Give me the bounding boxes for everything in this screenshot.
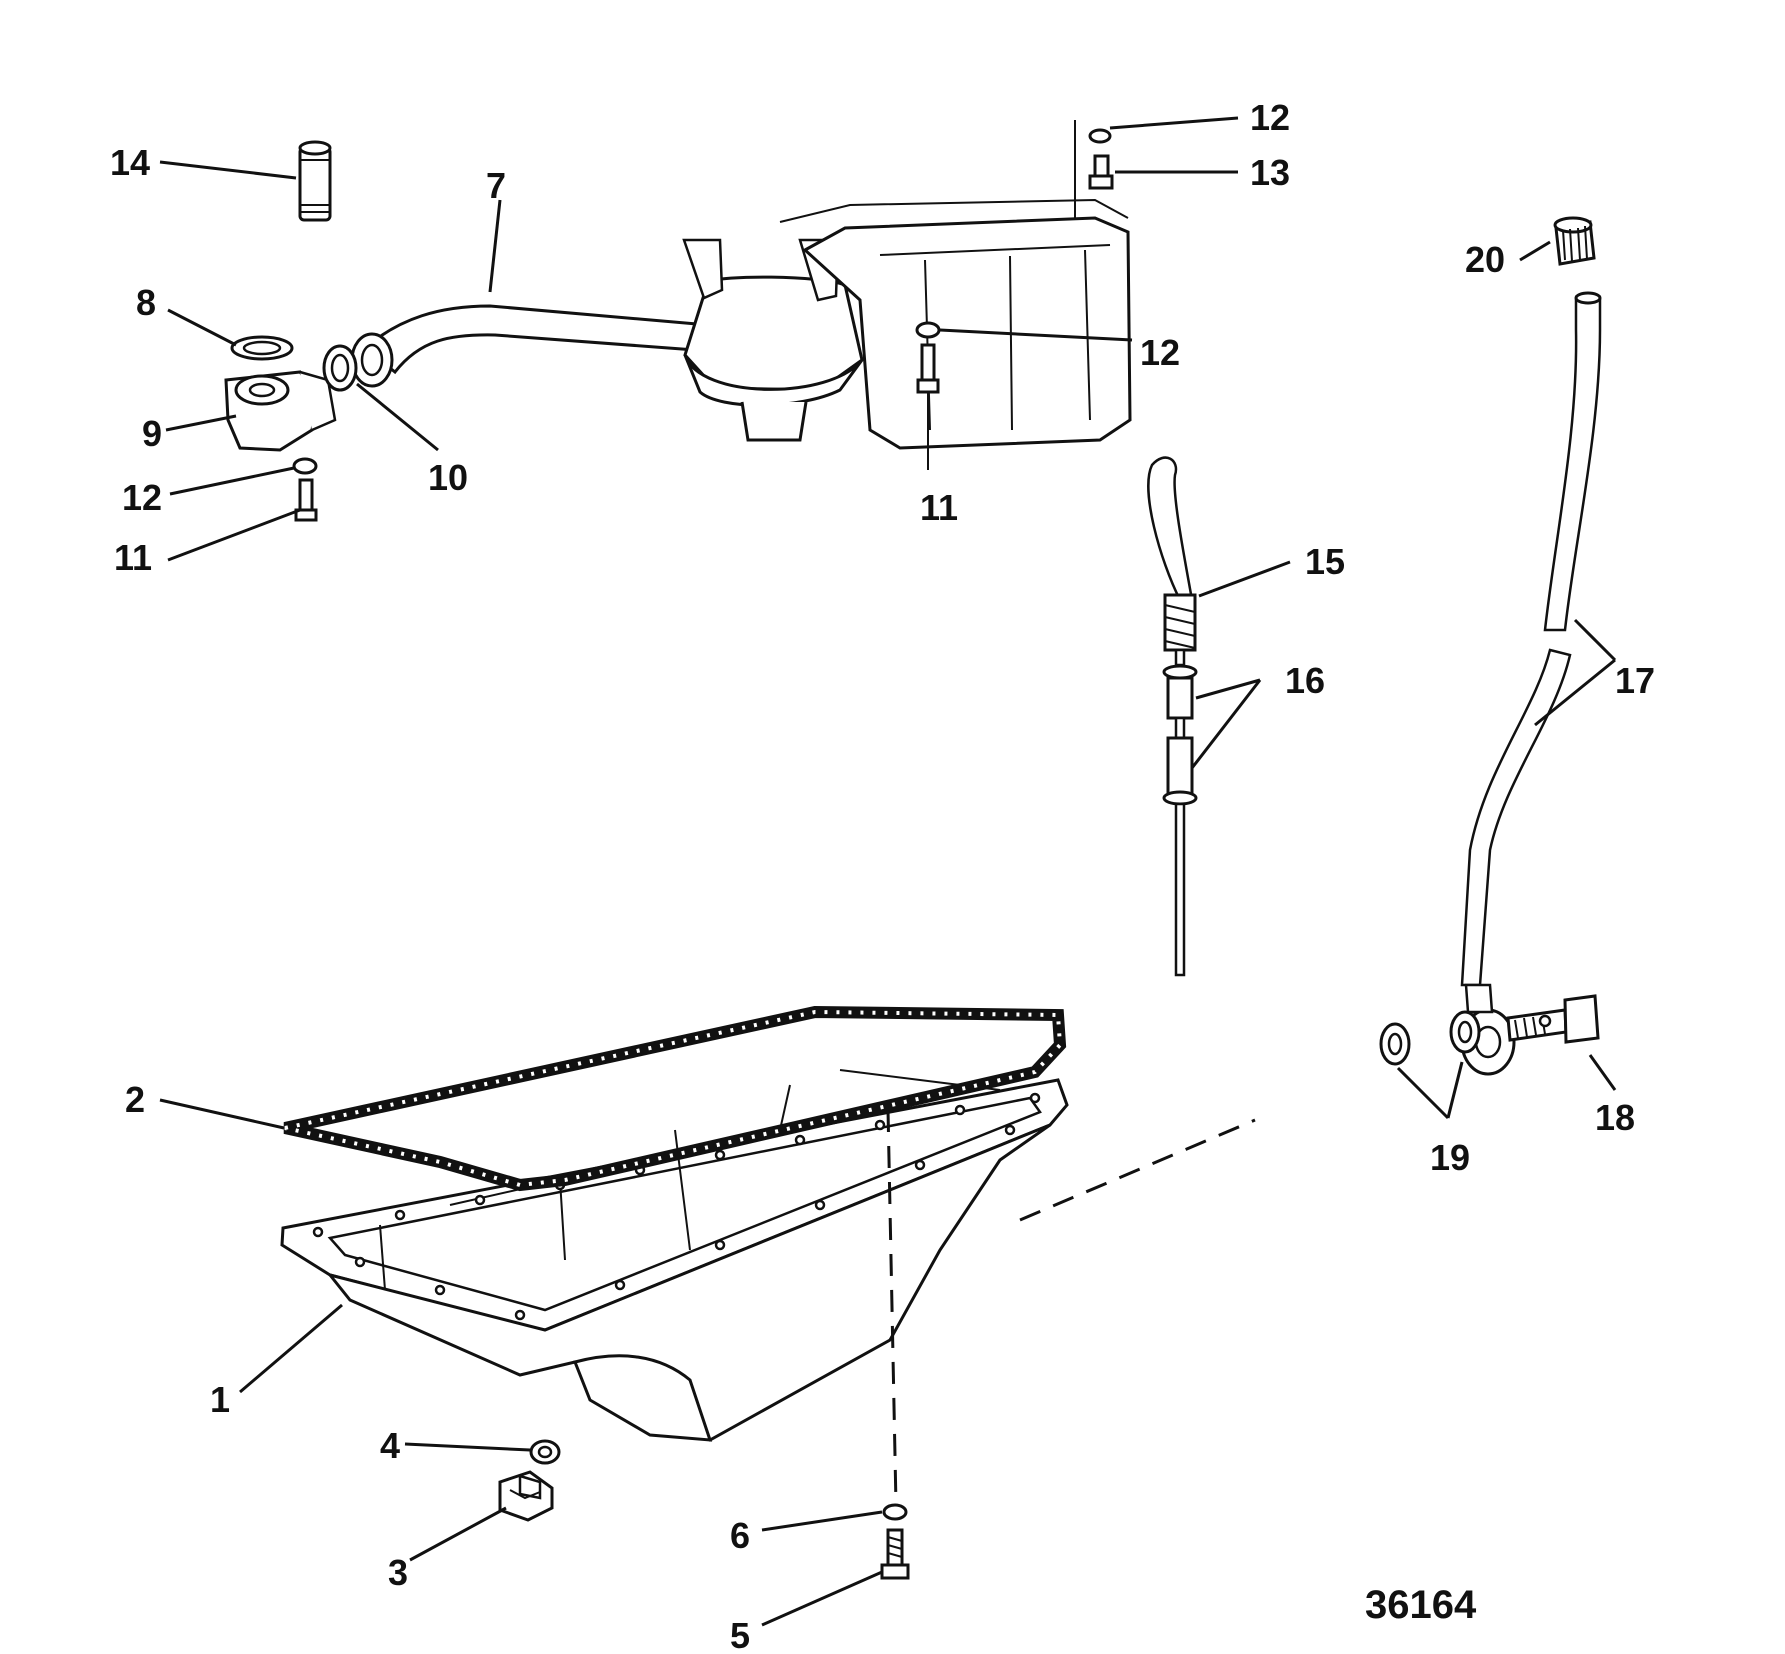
callout-5: 5 — [730, 1615, 750, 1654]
callout-17: 17 — [1615, 660, 1655, 701]
callout-3: 3 — [388, 1552, 408, 1593]
banjo-bolt — [1506, 994, 1600, 1044]
callout-12-top: 12 — [1250, 97, 1290, 138]
drain-plug — [498, 1470, 554, 1522]
callout-labels: 1 2 3 4 5 6 7 8 9 10 11 11 12 12 12 13 1… — [110, 97, 1655, 1654]
callout-9: 9 — [142, 413, 162, 454]
o-ring-lower-inner — [330, 353, 350, 383]
callout-14: 14 — [110, 142, 150, 183]
callout-19: 19 — [1430, 1137, 1470, 1178]
callout-1: 1 — [210, 1379, 230, 1420]
callout-2: 2 — [125, 1079, 145, 1120]
stud-washer — [1088, 128, 1112, 144]
pan-bolt-axis — [886, 1109, 898, 1506]
assembly-line — [1019, 1118, 1256, 1222]
o-ring-upper-inner — [242, 340, 282, 356]
callout-12-left: 12 — [122, 477, 162, 518]
stud — [1088, 154, 1114, 190]
callout-11-left: 11 — [114, 537, 152, 578]
oil-pan-gasket — [283, 1005, 1067, 1192]
figure-number: 36164 — [1365, 1583, 1477, 1627]
drain-plug-washer — [529, 1439, 561, 1465]
banjo-washers — [1379, 1010, 1481, 1066]
dipstick-tube — [1460, 291, 1602, 987]
leader-lines — [159, 116, 1617, 1627]
baffle-washer — [915, 321, 941, 339]
pan-bolt — [880, 1528, 910, 1580]
pan-bolt-washer — [882, 1503, 908, 1521]
pickup-tube — [350, 238, 864, 442]
callout-7: 7 — [486, 165, 506, 206]
callout-18: 18 — [1595, 1097, 1635, 1138]
fitting-washer — [292, 457, 318, 475]
callout-16: 16 — [1285, 660, 1325, 701]
oil-pan — [280, 1069, 1069, 1442]
callout-13: 13 — [1250, 152, 1290, 193]
adapter-nipple — [298, 140, 332, 222]
callout-15: 15 — [1305, 541, 1345, 582]
oil-pump-baffle — [779, 198, 1132, 450]
callout-12-mid: 12 — [1140, 332, 1180, 373]
callout-8: 8 — [136, 282, 156, 323]
dipstick-tube-cap — [1553, 216, 1596, 266]
callout-11-right: 11 — [920, 487, 958, 528]
pump-fitting — [224, 370, 337, 452]
callout-10: 10 — [428, 457, 468, 498]
callout-20: 20 — [1465, 239, 1505, 280]
callout-4: 4 — [380, 1425, 400, 1466]
callout-6: 6 — [730, 1515, 750, 1556]
dipstick — [1147, 456, 1198, 977]
baffle-bolt — [916, 343, 940, 394]
fitting-bolt — [294, 478, 318, 522]
